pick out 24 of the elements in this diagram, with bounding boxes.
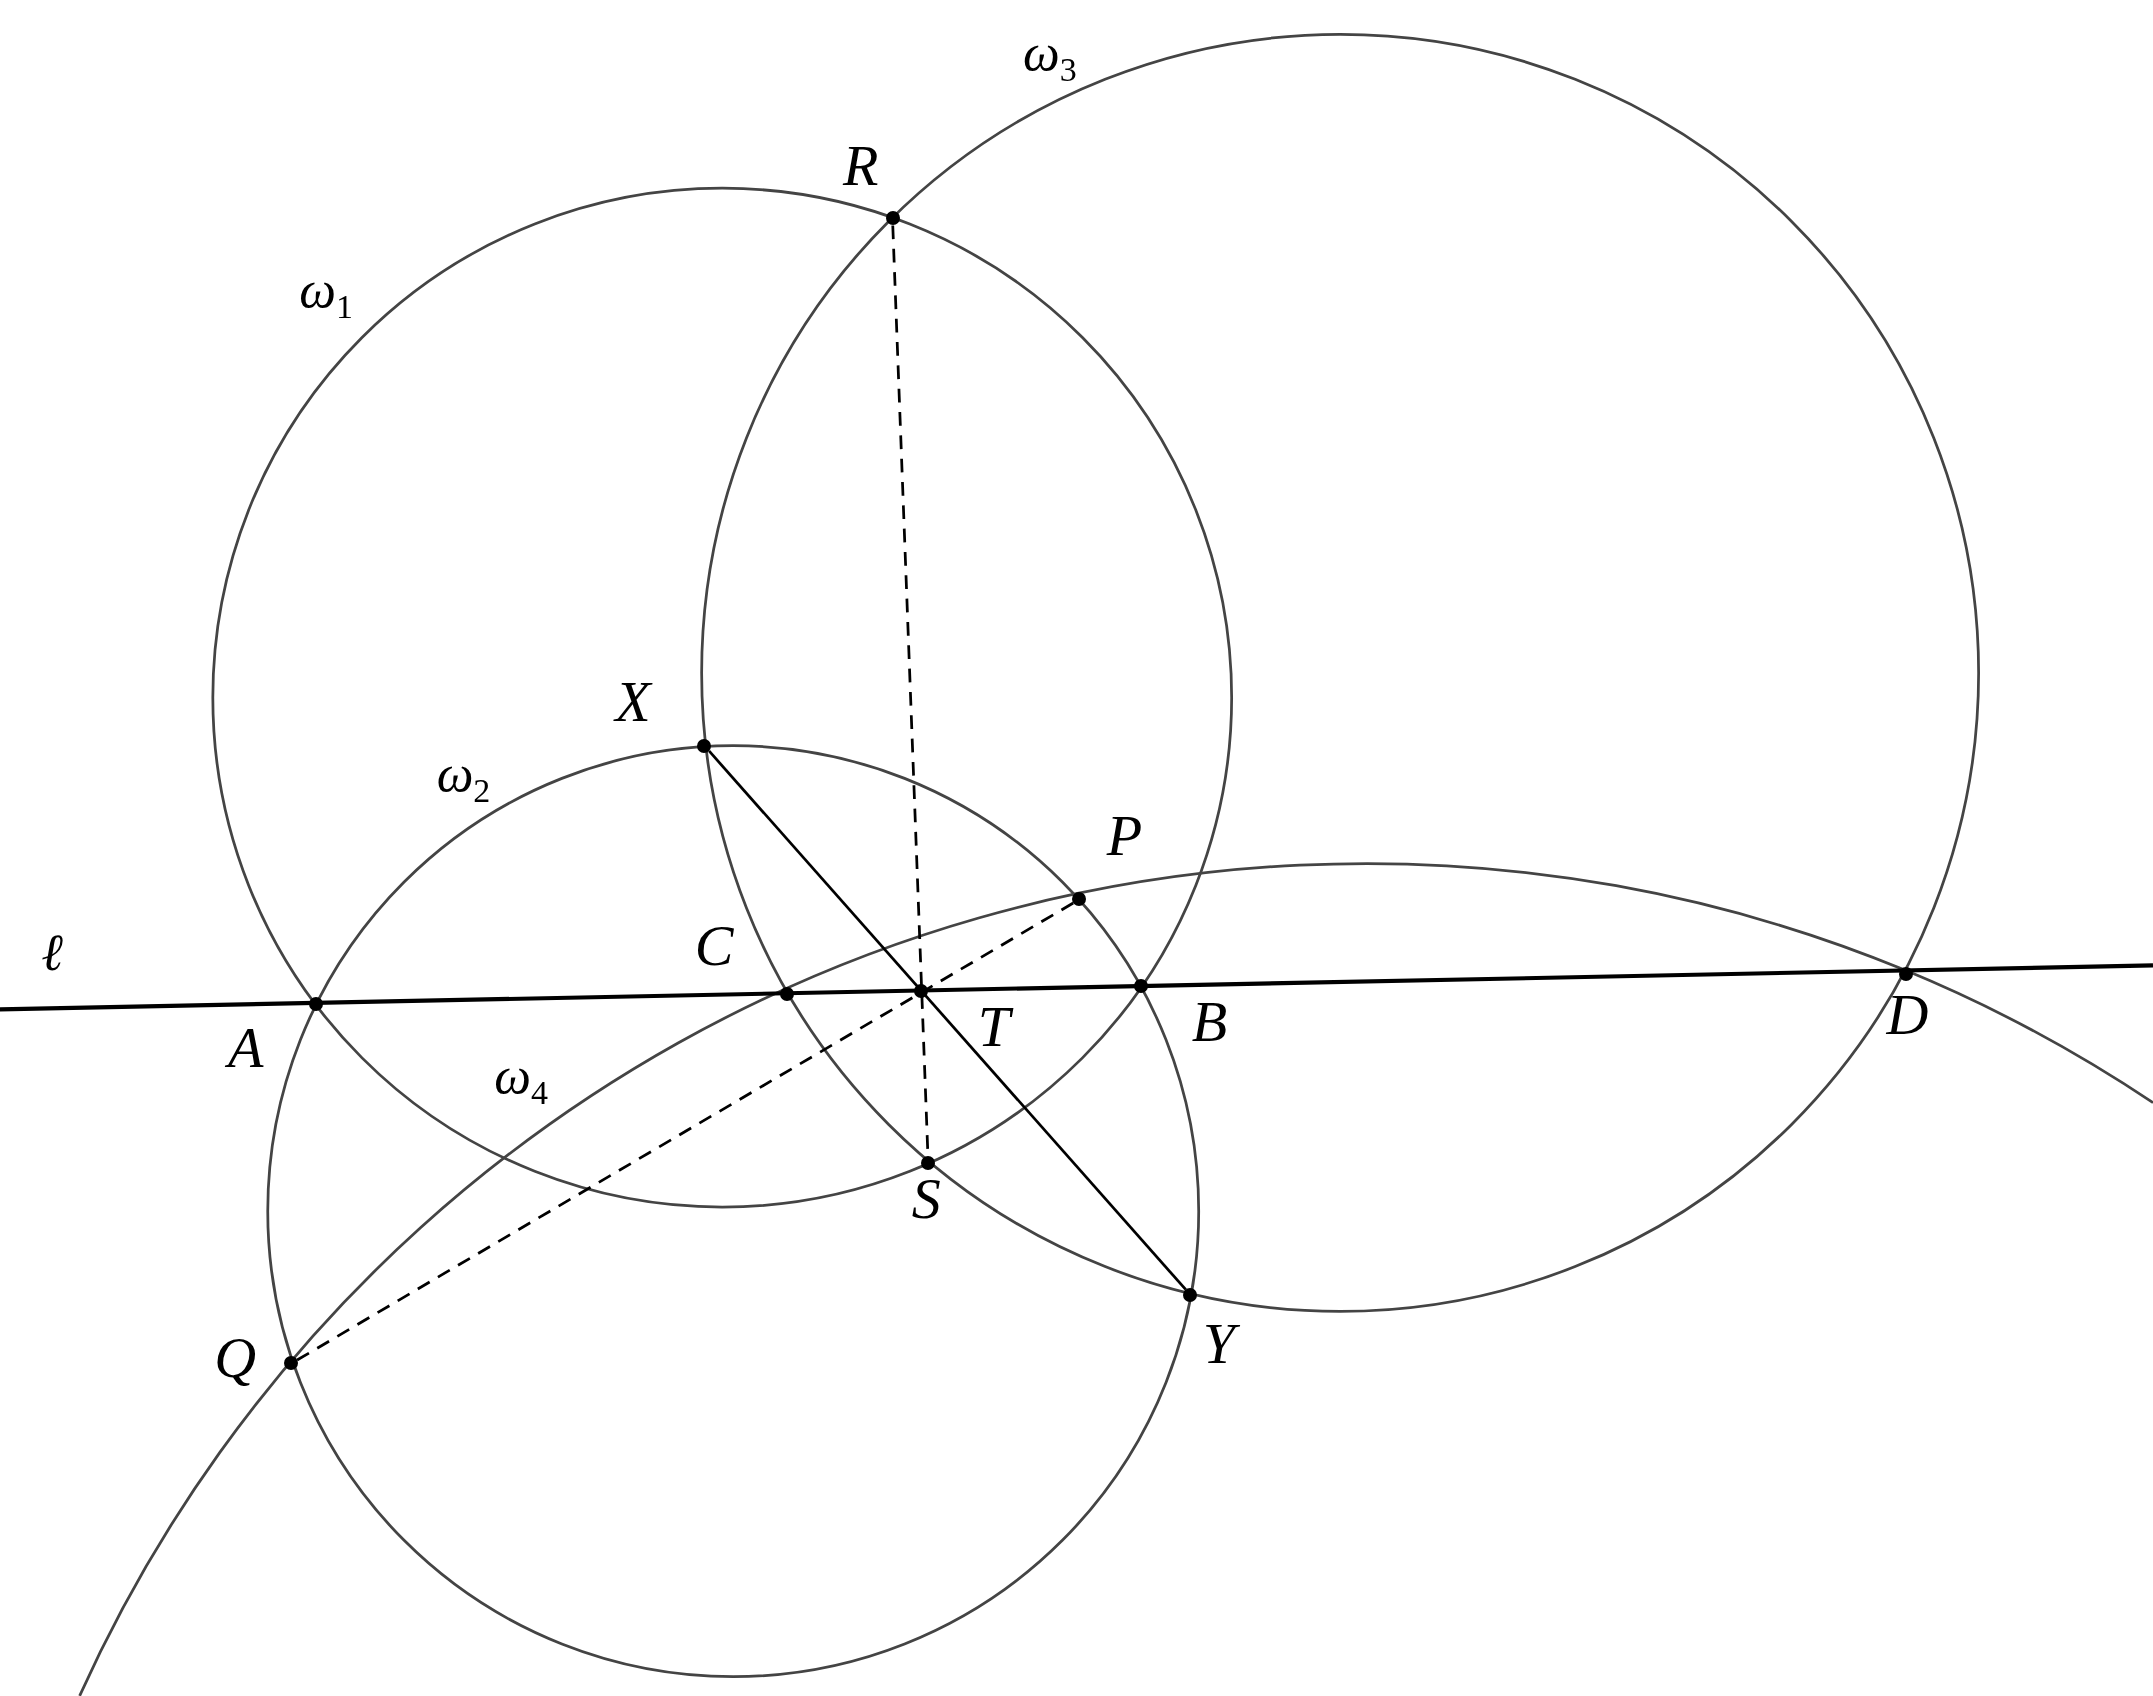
point-label: S	[911, 1169, 941, 1228]
point-dot	[1134, 978, 1149, 993]
dashed-segment	[296, 901, 1074, 1362]
point-label: R	[843, 137, 879, 196]
point-label: P	[1106, 807, 1143, 866]
point-dot	[885, 211, 900, 226]
circle-label: ω$_{4}$	[494, 1050, 548, 1111]
point-dot	[284, 1356, 299, 1371]
point-dot	[921, 1156, 936, 1170]
line-label: ℓ	[41, 926, 63, 979]
point-dot	[779, 987, 794, 1002]
point-label: X	[615, 672, 651, 731]
point-dot	[697, 738, 712, 753]
circle-label: ω$_{1}$	[299, 263, 354, 324]
point-label: D	[1886, 985, 1929, 1044]
circle-label: ω$_{3}$	[1022, 27, 1077, 88]
point-label: Q	[214, 1329, 257, 1388]
point-label: C	[694, 917, 734, 976]
point-dot	[1183, 1287, 1198, 1302]
point-dot	[1072, 892, 1087, 907]
point-dot	[914, 984, 929, 999]
point-label: B	[1191, 992, 1228, 1051]
circle-label: ω$_{2}$	[436, 748, 491, 809]
point-label: A	[227, 1018, 264, 1077]
